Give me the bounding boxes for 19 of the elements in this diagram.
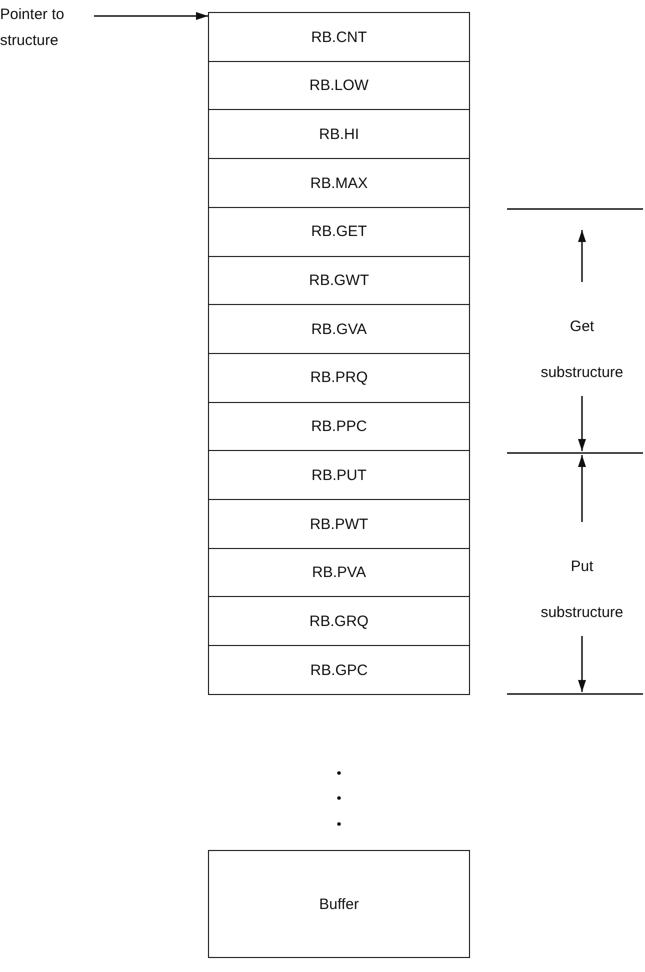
pointer-label: Pointer to structure [0, 2, 90, 54]
arrow [94, 12, 208, 20]
buffer-box: Buffer [208, 850, 470, 958]
field-cell: RB.PRQ [208, 352, 470, 404]
field-cell: RB.GPC [208, 645, 470, 696]
field-cell: RB.PUT [208, 450, 470, 500]
field-cell: RB.GRQ [208, 596, 470, 647]
field-cell: RB.PPC [208, 402, 470, 452]
field-cell: RB.MAX [208, 158, 470, 208]
field-cell: RB.GET [208, 206, 470, 257]
field-cell: RB.PVA [208, 548, 470, 598]
field-cell: RB.CNT [208, 12, 470, 62]
bracket-label: Get substructure [540, 317, 624, 383]
field-cell: RB.LOW [208, 60, 470, 111]
bracket-label: Put substructure [540, 557, 624, 623]
field-cell: RB.PWT [208, 499, 470, 550]
field-cell: RB.HI [208, 109, 470, 160]
field-cell: RB.GWT [208, 256, 470, 306]
field-cell: RB.GVA [208, 304, 470, 354]
